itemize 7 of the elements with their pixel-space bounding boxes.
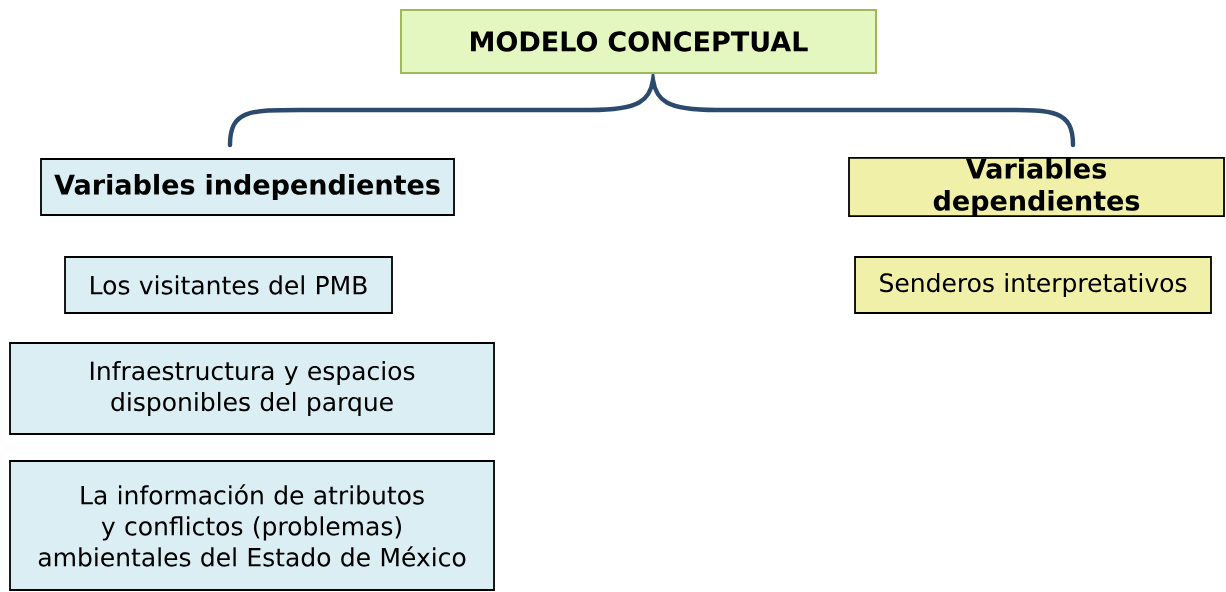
variable-box: Infraestructura y espacios disponibles del parque bbox=[9, 342, 495, 435]
heading-box: Variables independientes bbox=[40, 158, 455, 216]
title-box: MODELO CONCEPTUAL bbox=[400, 9, 877, 74]
heading-box: Variables dependientes bbox=[848, 157, 1225, 217]
variable-box: Los visitantes del PMB bbox=[64, 256, 393, 314]
variable-box: La información de atributos y conflictos (problemas) ambientales del Estado de México bbox=[9, 460, 495, 591]
variable-box: Senderos interpretativos bbox=[854, 256, 1212, 314]
